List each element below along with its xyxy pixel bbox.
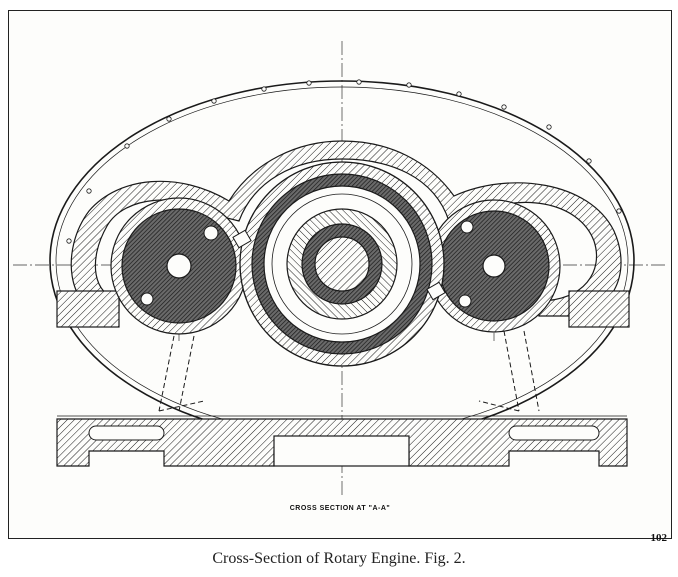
right-rotor bbox=[427, 199, 561, 333]
engine-cross-section-drawing bbox=[13, 41, 667, 496]
base-right-slot bbox=[508, 425, 600, 441]
central-rotor-assembly bbox=[232, 161, 446, 367]
figure-caption: Cross-Section of Rotary Engine. Fig. 2. bbox=[212, 550, 466, 567]
lower-struts bbox=[158, 330, 540, 412]
housing-body bbox=[56, 140, 630, 328]
left-rotor-pin-lower bbox=[140, 292, 154, 306]
left-strut bbox=[158, 335, 205, 412]
central-right-vane bbox=[426, 281, 446, 301]
right-strut bbox=[478, 330, 540, 412]
drawing-frame: CROSS SECTION AT "A-A" 102 bbox=[8, 10, 672, 544]
housing-right-foot-block bbox=[568, 290, 630, 328]
left-rotor-hub bbox=[166, 253, 192, 279]
base-center-hub bbox=[273, 435, 410, 467]
housing-left-foot-block bbox=[56, 290, 120, 328]
right-rotor-pin-lower bbox=[458, 294, 472, 308]
casing-rivets bbox=[66, 79, 622, 244]
base-plate bbox=[56, 415, 628, 467]
base-left-slot bbox=[88, 425, 165, 441]
central-shaft bbox=[314, 236, 370, 292]
left-rotor-pin-upper bbox=[203, 225, 219, 241]
central-inner-race-line bbox=[271, 193, 413, 335]
right-rotor-hub bbox=[482, 254, 506, 278]
section-label: CROSS SECTION AT "A-A" bbox=[289, 505, 391, 512]
central-left-vane bbox=[232, 229, 252, 249]
left-rotor bbox=[110, 197, 248, 335]
right-rotor-pin-upper bbox=[460, 220, 474, 234]
plate-number: 102 bbox=[650, 532, 668, 544]
